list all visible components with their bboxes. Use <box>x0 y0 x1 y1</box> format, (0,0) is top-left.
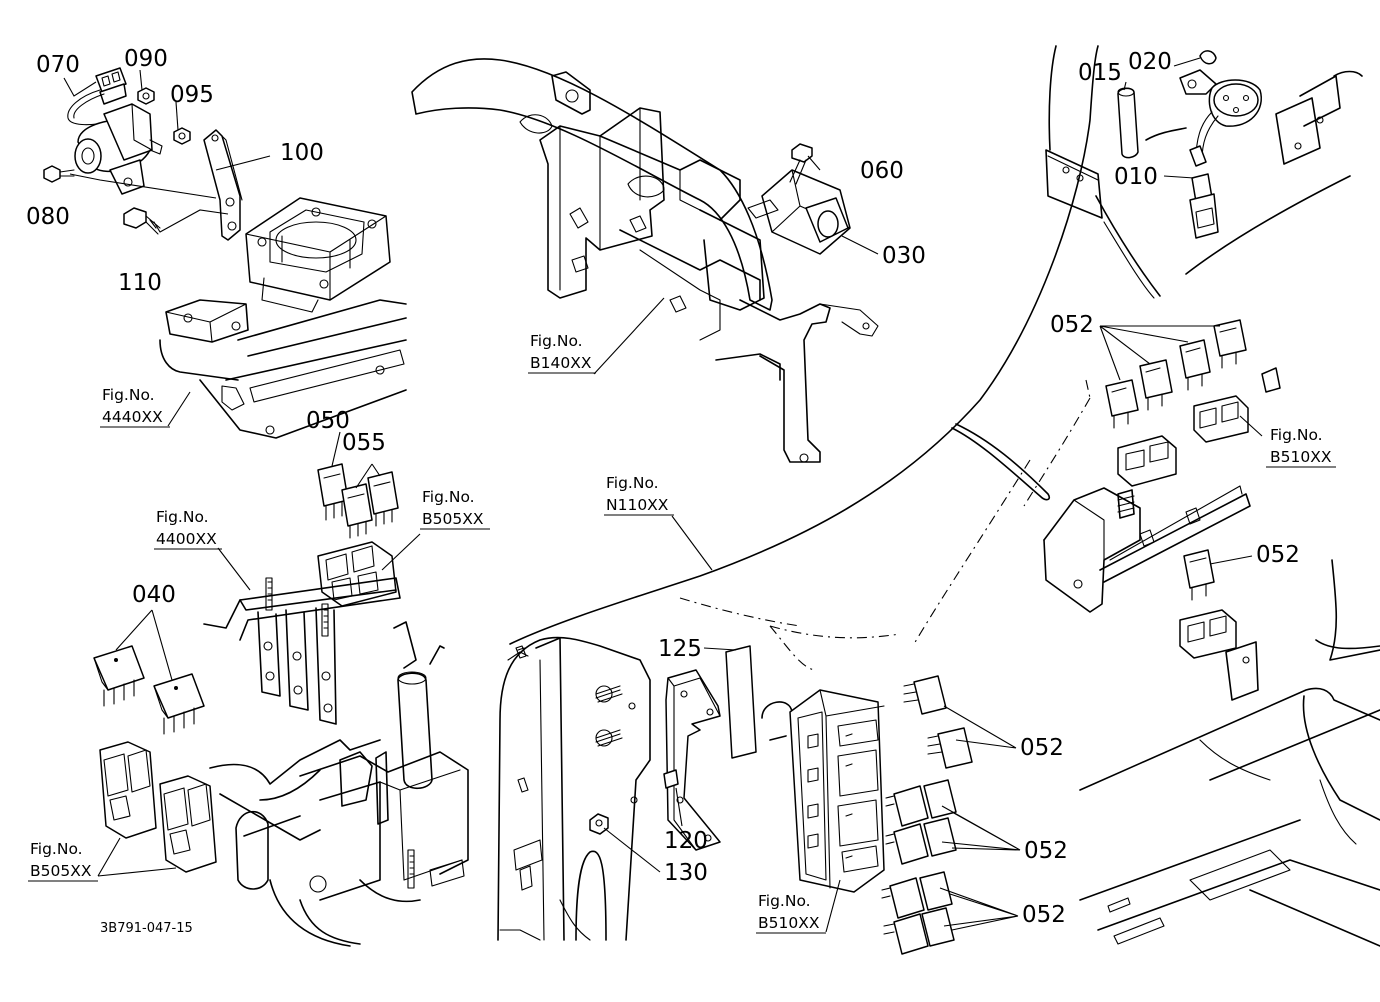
svg-text:Fig.No.: Fig.No. <box>758 892 811 910</box>
label-052-right: 052 <box>1256 542 1300 568</box>
label-030: 030 <box>882 243 926 269</box>
svg-text:B505XX: B505XX <box>422 510 484 528</box>
label-070: 070 <box>36 52 80 78</box>
label-080: 080 <box>26 204 70 230</box>
label-020: 020 <box>1128 49 1172 75</box>
fig-ref-b510-top: Fig.No. B510XX <box>1266 426 1336 468</box>
relay-pair-040 <box>93 645 217 873</box>
label-052-mid: 052 <box>1020 735 1064 761</box>
svg-text:Fig.No.: Fig.No. <box>530 332 583 350</box>
figure-refs: Fig.No. 4440XX Fig.No. B140XX Fig.No. B5… <box>28 332 1336 934</box>
bracket-4400 <box>203 577 445 790</box>
housing-flange <box>245 197 391 313</box>
solenoid-030 <box>747 169 851 255</box>
label-040: 040 <box>132 582 176 608</box>
label-015: 015 <box>1078 60 1122 86</box>
chassis-lower-left <box>209 739 469 947</box>
fuse-bracket-right <box>1043 485 1259 701</box>
bolt-060 <box>789 143 813 185</box>
label-095: 095 <box>170 82 214 108</box>
floor-panel <box>1079 559 1380 947</box>
fig-ref-n110: Fig.No. N110XX <box>604 474 674 516</box>
fig-ref-4440: Fig.No. 4440XX <box>100 386 170 428</box>
fig-ref-b505-left: Fig.No. B505XX <box>28 840 98 882</box>
label-055: 055 <box>342 430 386 456</box>
svg-text:Fig.No.: Fig.No. <box>102 386 155 404</box>
label-100: 100 <box>280 140 324 166</box>
relay-group-right <box>1105 319 1281 659</box>
solenoid-assembly <box>43 67 191 195</box>
panel-b140 <box>411 58 879 463</box>
label-125: 125 <box>658 636 702 662</box>
bolt-110 <box>123 207 161 235</box>
label-052-lower: 052 <box>1024 838 1068 864</box>
fuse-box-b510 <box>761 689 885 893</box>
label-110: 110 <box>118 270 162 296</box>
fig-ref-4400: Fig.No. 4400XX <box>154 508 222 550</box>
hood-curve <box>509 45 1099 671</box>
leader-lines <box>63 57 1263 933</box>
fig-ref-b510-bottom: Fig.No. B510XX <box>756 892 826 934</box>
sensor-assembly <box>1117 50 1262 239</box>
label-090: 090 <box>124 46 168 72</box>
drawing-code: 3B791-047-15 <box>100 921 193 936</box>
bracket-100 <box>203 129 243 241</box>
side-plate <box>497 636 651 941</box>
svg-text:N110XX: N110XX <box>606 496 669 514</box>
svg-text:Fig.No.: Fig.No. <box>422 488 475 506</box>
fig-ref-b505-mid: Fig.No. B505XX <box>420 488 490 530</box>
label-130: 130 <box>664 860 708 886</box>
relay-group-mid <box>317 463 399 607</box>
fig-ref-b140: Fig.No. B140XX <box>528 332 596 374</box>
part-labels: 070 090 095 100 080 110 060 030 015 020 … <box>26 46 1300 928</box>
svg-text:Fig.No.: Fig.No. <box>1270 426 1323 444</box>
relay-group-bottom <box>881 675 973 955</box>
svg-text:B510XX: B510XX <box>1270 448 1332 466</box>
tractor-body-right <box>1045 45 1363 299</box>
svg-text:Fig.No.: Fig.No. <box>156 508 209 526</box>
label-060: 060 <box>860 158 904 184</box>
label-120: 120 <box>664 828 708 854</box>
svg-text:Fig.No.: Fig.No. <box>606 474 659 492</box>
svg-text:4440XX: 4440XX <box>102 408 163 426</box>
label-052-bottom: 052 <box>1022 902 1066 928</box>
label-050: 050 <box>306 408 350 434</box>
label-052-top: 052 <box>1050 312 1094 338</box>
label-plate-125 <box>725 645 757 759</box>
svg-text:Fig.No.: Fig.No. <box>30 840 83 858</box>
svg-text:4400XX: 4400XX <box>156 530 217 548</box>
svg-text:B140XX: B140XX <box>530 354 592 372</box>
svg-text:B505XX: B505XX <box>30 862 92 880</box>
label-010: 010 <box>1114 164 1158 190</box>
bracket-120 <box>663 669 721 851</box>
svg-text:B510XX: B510XX <box>758 914 820 932</box>
frame-4440 <box>159 299 407 439</box>
